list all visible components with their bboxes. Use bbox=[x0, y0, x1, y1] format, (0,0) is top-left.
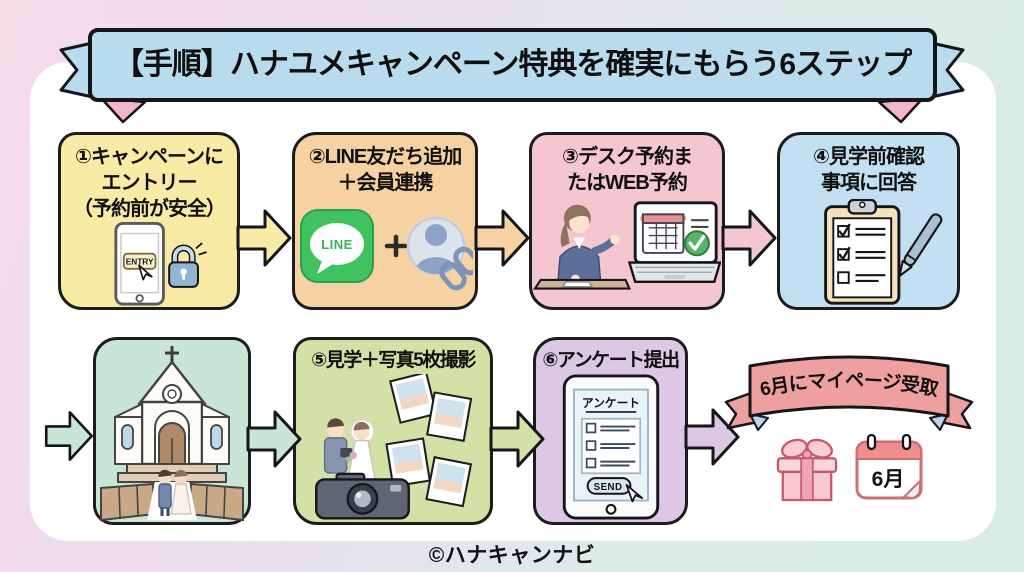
step-3-label: ③デスク予約ま たはWEB予約 bbox=[562, 146, 693, 194]
cursor-icon bbox=[625, 483, 643, 503]
couple-icons bbox=[158, 469, 192, 516]
arrow-step2-step3 bbox=[474, 209, 530, 267]
plus-icon bbox=[384, 234, 408, 258]
checklist-rows bbox=[836, 223, 885, 284]
survey-title: アンケート bbox=[582, 397, 640, 410]
cursor-icon bbox=[138, 264, 153, 281]
step-4-label: ④見学前確認 事項に回答 bbox=[813, 146, 925, 194]
photo-session-icons bbox=[315, 373, 473, 520]
entry-button-label: ENTRY bbox=[126, 258, 154, 267]
step-5-label: ⑤見学＋写真5枚撮影 bbox=[311, 350, 476, 371]
line-app-icon: LINE bbox=[300, 209, 374, 283]
chain-link-icon bbox=[439, 246, 473, 291]
camera-icon bbox=[315, 472, 410, 520]
line-logo-label: LINE bbox=[321, 237, 353, 252]
step-1-label: ①キャンペーンに エントリー （予約前が安全） bbox=[73, 146, 226, 220]
arrow-step6-reward bbox=[684, 408, 740, 466]
reward-ribbon-right-fold bbox=[929, 413, 949, 431]
desk-reservation-icon bbox=[533, 201, 721, 290]
pews bbox=[100, 482, 244, 522]
reward-ribbon-band bbox=[748, 355, 950, 418]
polaroid-photos-icon bbox=[385, 373, 473, 507]
send-button bbox=[586, 476, 631, 495]
survey-tablet-icon: アンケート SEND bbox=[562, 374, 659, 520]
page-title: 【手順】ハナユメキャンペーン特典を確実にもらう6ステップ bbox=[113, 48, 912, 81]
step-2-box: ②LINE友だち追加 ＋会員連携 LINE bbox=[292, 132, 478, 310]
step-1-box: ①キャンペーンに エントリー （予約前が安全） ENTRY bbox=[58, 132, 240, 310]
smartphone-entry-icon: ENTRY bbox=[114, 222, 207, 306]
receptionist-icon bbox=[557, 204, 620, 284]
june-calendar-icon: 6月 bbox=[855, 433, 923, 500]
church-icon bbox=[100, 346, 244, 522]
step-5-box: ⑤見学＋写真5枚撮影 bbox=[293, 337, 493, 525]
pen-icon bbox=[897, 213, 942, 278]
arrow-into-church bbox=[44, 411, 94, 461]
ribbon-band bbox=[88, 28, 937, 102]
arrow-step5-step6 bbox=[489, 410, 545, 468]
checklist-clipboard-icon bbox=[823, 199, 942, 305]
send-button-label: SEND bbox=[593, 482, 622, 493]
step-6-box: ⑥アンケート提出 アンケート SEND bbox=[533, 337, 688, 525]
step-2-label: ②LINE友だち追加 ＋会員連携 bbox=[308, 146, 462, 194]
gift-icon bbox=[776, 438, 838, 502]
arrow-step1-step2 bbox=[236, 209, 292, 267]
member-avatar-icon bbox=[406, 216, 466, 276]
reward-ribbon-left-fold bbox=[749, 413, 769, 431]
copyright-text: ©ハナキャンナビ bbox=[428, 544, 596, 567]
arrow-step3-step4 bbox=[721, 209, 777, 267]
step-4-box: ④見学前確認 事項に回答 bbox=[777, 132, 960, 310]
church-visit-box bbox=[93, 337, 251, 525]
check-icon bbox=[688, 234, 706, 251]
desk-icon bbox=[533, 278, 632, 290]
survey-rows bbox=[585, 422, 635, 469]
calendar-month-label: 6月 bbox=[872, 468, 905, 491]
line-link-icons: LINE bbox=[300, 209, 473, 291]
title-ribbon bbox=[59, 28, 965, 124]
arrow-church-step5 bbox=[246, 410, 302, 468]
lock-icon bbox=[168, 242, 207, 288]
step-6-label: ⑥アンケート提出 bbox=[542, 350, 680, 371]
step-3-box: ③デスク予約ま たはWEB予約 bbox=[529, 132, 725, 310]
reward-ribbon: 6月にマイページ受取 bbox=[724, 355, 974, 431]
laptop-calendar-icon bbox=[627, 201, 721, 284]
wedding-couple-icon bbox=[323, 418, 377, 482]
